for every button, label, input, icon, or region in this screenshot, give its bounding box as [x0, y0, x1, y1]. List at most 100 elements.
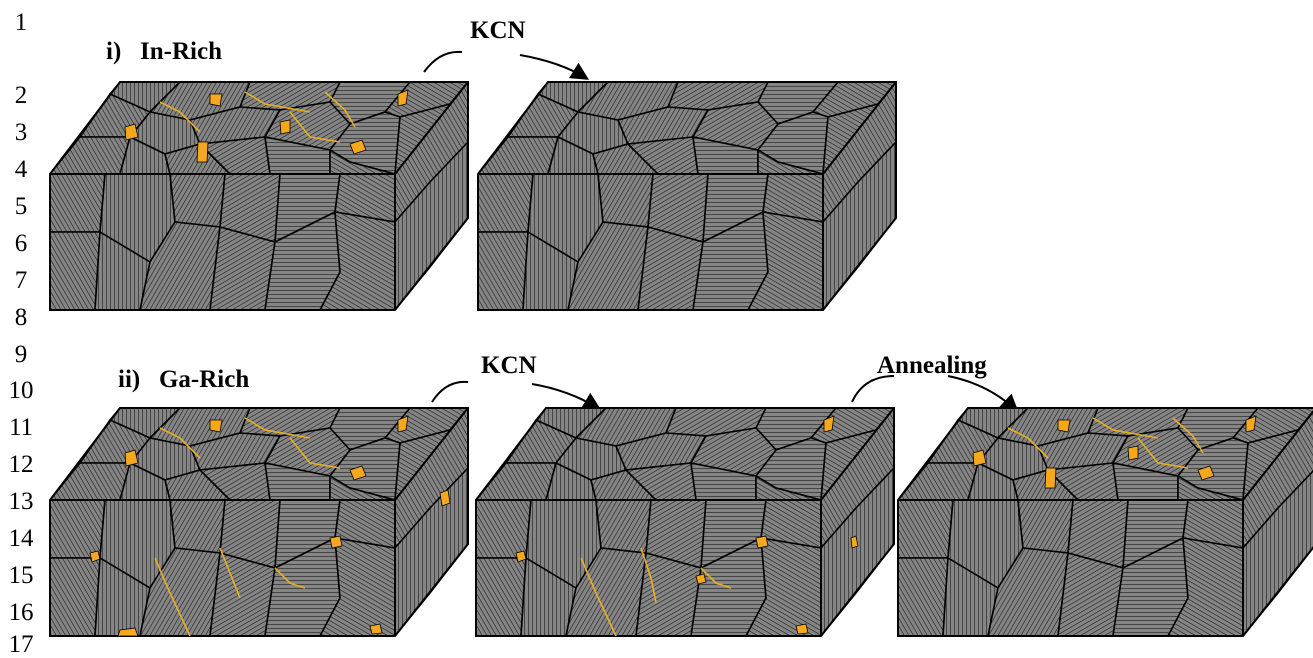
boundary-phase-line — [244, 417, 311, 439]
arrows — [423, 50, 1019, 413]
secondary-phase-spot — [755, 535, 769, 549]
arrow-annealing-head — [947, 375, 1019, 413]
grain — [597, 173, 654, 228]
line-number: 7 — [14, 267, 28, 294]
section-ii-number: ii) — [118, 366, 141, 393]
grain — [169, 499, 226, 554]
secondary-phase-spot — [349, 465, 367, 481]
grain — [477, 231, 529, 311]
secondary-phase-spot — [795, 623, 809, 635]
grain-block-ga-rich-annealed — [897, 407, 1313, 637]
arrow-kcn-ii-head — [531, 383, 602, 410]
line-number: 5 — [14, 193, 28, 220]
secondary-phase-spot — [695, 573, 707, 585]
secondary-phase-spot — [329, 535, 343, 549]
line-number: 8 — [14, 304, 28, 331]
boundary-phase-line — [159, 427, 201, 459]
grain — [477, 136, 559, 175]
secondary-phase-spot — [349, 139, 367, 155]
secondary-phase-spot — [1245, 415, 1257, 433]
grain — [209, 552, 276, 637]
secondary-phase-spot — [1057, 419, 1071, 433]
line-number: 16 — [8, 599, 34, 626]
boundary-phase-line — [1172, 417, 1204, 454]
secondary-phase-spot — [972, 449, 987, 467]
grain-block-ga-rich-initial — [49, 407, 469, 637]
boundary-phase-line — [289, 437, 341, 469]
arrow-kcn-i-head — [519, 54, 590, 80]
section-ii-title: Ga-Rich — [158, 366, 250, 393]
grain — [1017, 499, 1074, 554]
line-number: 4 — [14, 156, 28, 183]
boundary-phase-line — [640, 547, 657, 604]
secondary-phase-spot — [124, 449, 139, 467]
secondary-phase-spot — [515, 550, 527, 563]
grain — [49, 557, 101, 637]
secondary-phase-spot — [117, 627, 139, 637]
secondary-phase-spot — [1197, 465, 1215, 481]
section-i-number: i) — [106, 38, 122, 65]
grain — [595, 499, 652, 554]
section-ii-process2-label: Annealing — [877, 352, 987, 379]
grain — [477, 173, 534, 233]
secondary-phase-spot — [397, 415, 409, 433]
boundary-phase-line — [274, 567, 306, 589]
line-number: 6 — [14, 230, 28, 257]
grain — [635, 552, 702, 637]
line-number: 10 — [8, 377, 34, 404]
secondary-phase-spot — [439, 489, 451, 507]
boundary-phase-line — [289, 111, 341, 143]
grain — [1057, 552, 1124, 637]
boundary-phase-line — [219, 547, 241, 599]
grain — [49, 462, 131, 501]
line-number: 12 — [8, 451, 34, 478]
secondary-phase-spot — [369, 623, 383, 635]
grain — [897, 557, 949, 637]
secondary-phase-spot — [209, 419, 223, 433]
boundary-phase-line — [1137, 437, 1189, 469]
section-ii-label: ii) Ga-Rich — [118, 366, 249, 394]
grain — [49, 173, 106, 233]
grain — [209, 226, 276, 311]
boundary-phase-line — [580, 557, 617, 637]
grain — [637, 226, 704, 311]
line-number: 1 — [14, 9, 28, 36]
grain — [475, 557, 527, 637]
boundary-phase-line — [244, 91, 311, 113]
line-number: 2 — [14, 82, 28, 109]
section-i-label: i) In-Rich — [106, 38, 222, 66]
boundary-phase-line — [1092, 417, 1159, 439]
section-i-title: In-Rich — [140, 38, 222, 65]
secondary-phase-spot — [1127, 445, 1139, 461]
line-number: 9 — [14, 341, 28, 368]
grain-block-ga-rich-kcn — [475, 407, 895, 637]
secondary-phase-spot — [397, 89, 409, 107]
section-i-process-label: KCN — [470, 17, 526, 44]
line-number: 13 — [8, 488, 34, 515]
secondary-phase-spot — [279, 119, 291, 135]
grain — [49, 499, 106, 559]
arrow-kcn-ii — [431, 380, 469, 403]
boundary-phase-line — [154, 557, 191, 637]
grain — [169, 173, 226, 228]
line-number: 11 — [8, 414, 34, 441]
secondary-phase-spot — [1044, 467, 1057, 489]
arrow-kcn-i — [423, 50, 463, 73]
secondary-phase-spot — [124, 123, 139, 141]
secondary-phase-spot — [850, 535, 859, 549]
grain — [475, 499, 532, 559]
grain-block-in-rich-kcn — [477, 81, 897, 311]
boundary-phase-line — [1007, 427, 1049, 459]
boundary-phase-line — [324, 91, 356, 128]
boundary-phase-line — [700, 567, 732, 589]
line-number: 15 — [8, 562, 34, 589]
secondary-phase-spot — [196, 141, 209, 163]
grain — [897, 462, 979, 501]
grain — [49, 231, 101, 311]
secondary-phase-spot — [89, 550, 101, 563]
boundary-phase-line — [159, 101, 201, 133]
line-number: 14 — [8, 525, 34, 552]
grain — [475, 462, 557, 501]
grain — [49, 136, 131, 175]
section-ii-process1-label: KCN — [481, 352, 537, 379]
